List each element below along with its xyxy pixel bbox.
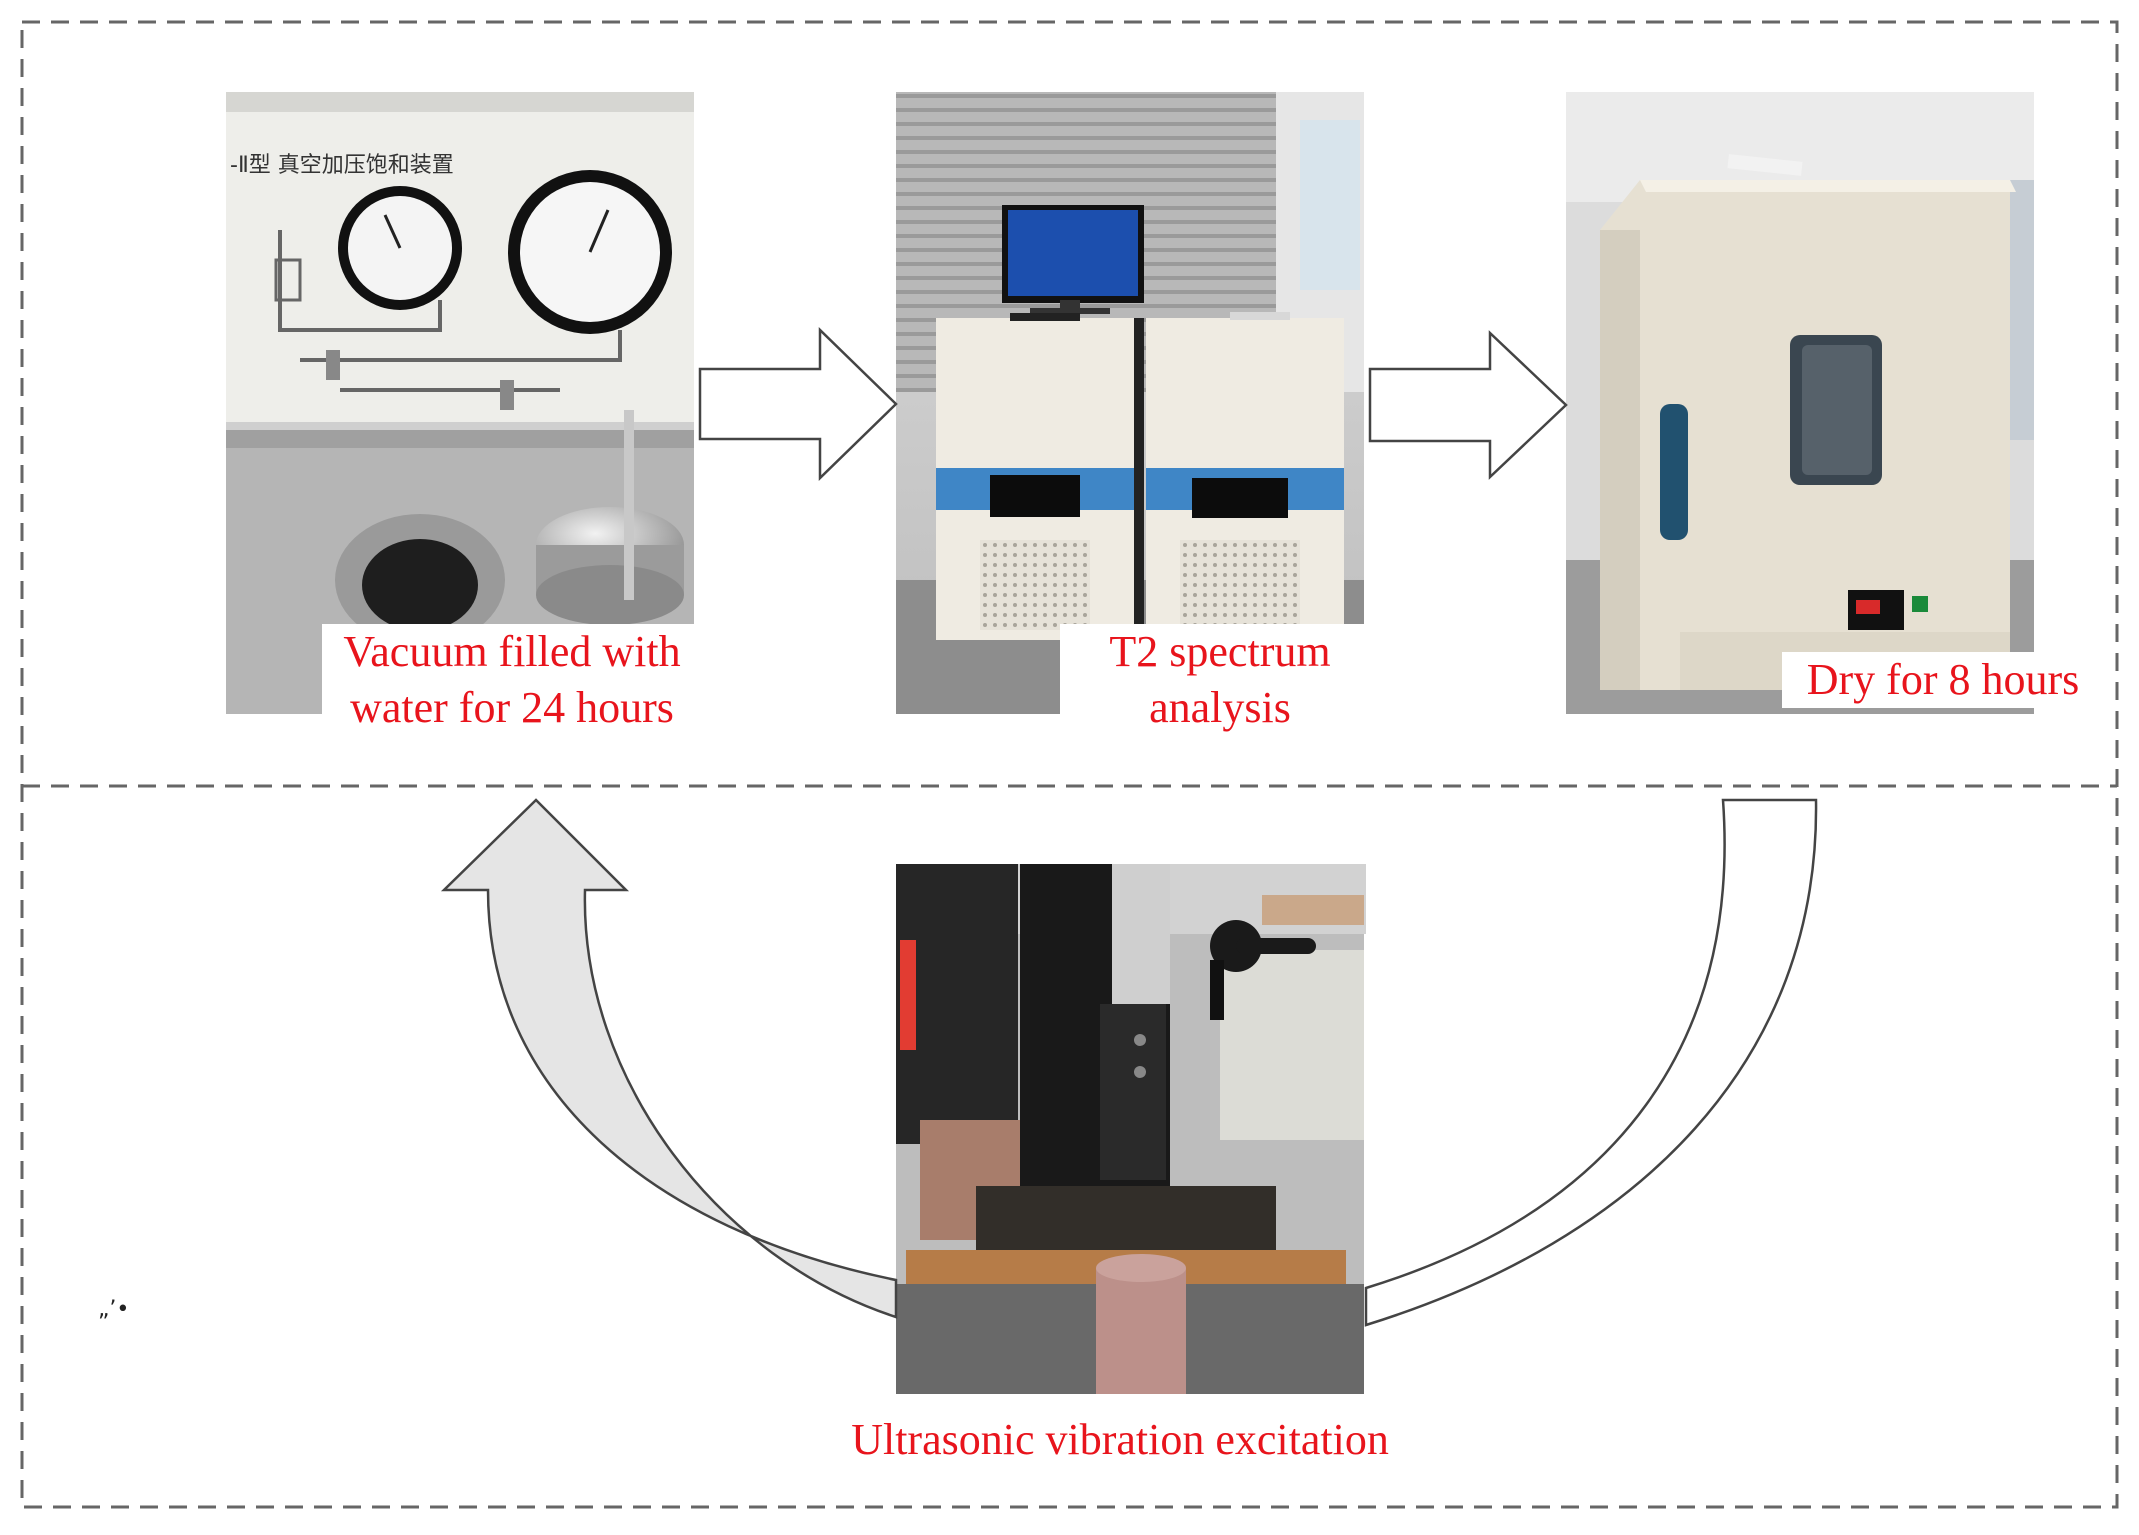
label-line: Ultrasonic vibration excitation [851,1415,1389,1464]
label-line: analysis [1149,683,1291,732]
nmr-analyzer-photo [896,92,1364,714]
dashed-frame [20,20,2119,1509]
label-line: Vacuum filled with [343,627,681,676]
label-line: water for 24 hours [350,683,674,732]
arrow-nmr-to-dry-icon [1368,330,1568,480]
ultrasonic-device-photo [896,864,1366,1394]
arrow-saturation-to-nmr-icon [698,327,898,481]
label-ultrasonic-excitation: Ultrasonic vibration excitation [790,1412,1450,1468]
label-line: T2 spectrum [1109,627,1331,676]
stray-mark: „’• [98,1297,129,1322]
label-line: Dry for 8 hours [1806,655,2080,704]
drying-oven-photo [1566,92,2034,714]
curved-arrow-ultrasonic-to-saturation-icon [440,798,898,1319]
label-vacuum-saturation: Vacuum filled with water for 24 hours [322,624,702,736]
vacuum-saturation-photo: -Ⅱ型 真空加压饱和装置 [226,92,694,714]
label-t2-spectrum: T2 spectrum analysis [1060,624,1380,736]
device-nameplate: -Ⅱ型 真空加压饱和装置 [230,153,454,178]
outer-dashed-border [20,20,2119,1509]
label-drying: Dry for 8 hours [1782,652,2104,708]
curved-arrow-dry-to-ultrasonic-icon [1364,798,1818,1327]
